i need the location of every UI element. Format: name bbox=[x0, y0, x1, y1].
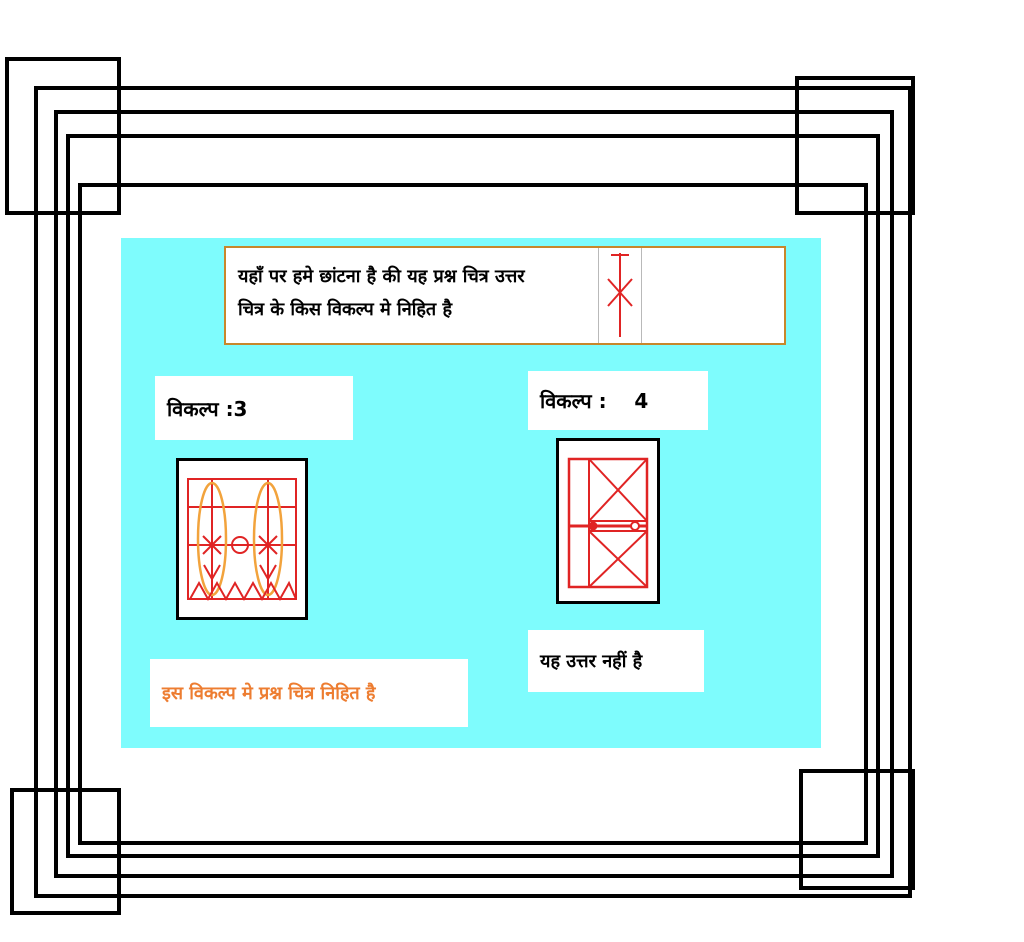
option3-figure-box bbox=[176, 458, 308, 620]
content-panel: यहाँ पर हमे छांटना है की यह प्रश्न चित्र… bbox=[121, 238, 821, 748]
question-header-text: यहाँ पर हमे छांटना है की यह प्रश्न चित्र… bbox=[238, 260, 594, 326]
option3-label: विकल्प :3 bbox=[167, 396, 248, 421]
question-header-box: यहाँ पर हमे छांटना है की यह प्रश्न चित्र… bbox=[224, 246, 786, 345]
option4-label: विकल्प : 4 bbox=[540, 389, 649, 413]
frame-corner-bottom-left bbox=[10, 788, 121, 915]
option3-figure-icon bbox=[187, 478, 297, 602]
frame-border-inner bbox=[78, 183, 868, 845]
option4-note-text: यह उत्तर नहीं है bbox=[540, 651, 643, 672]
option4-figure-box bbox=[556, 438, 660, 604]
frame-corner-bottom-right bbox=[799, 769, 915, 890]
option3-note-box: इस विकल्प मे प्रश्न चित्र निहित है bbox=[150, 659, 468, 727]
option4-label-box: विकल्प : 4 bbox=[528, 371, 708, 430]
option3-label-box: विकल्प :3 bbox=[155, 376, 353, 440]
frame-border-second bbox=[54, 110, 894, 878]
frame-corner-top-left bbox=[5, 57, 121, 215]
question-figure-icon bbox=[607, 253, 633, 337]
option4-figure-icon bbox=[567, 457, 649, 589]
frame-border-outer bbox=[34, 86, 912, 898]
header-line-1: यहाँ पर हमे छांटना है की यह प्रश्न चित्र… bbox=[238, 266, 525, 287]
option3-note-text: इस विकल्प मे प्रश्न चित्र निहित है bbox=[162, 683, 376, 704]
option4-note-box: यह उत्तर नहीं है bbox=[528, 630, 704, 692]
frame-corner-top-right bbox=[795, 76, 915, 215]
question-figure-strip bbox=[598, 248, 642, 343]
frame-border-third bbox=[66, 134, 880, 858]
header-line-2: चित्र के किस विकल्प मे निहित है bbox=[238, 299, 452, 320]
